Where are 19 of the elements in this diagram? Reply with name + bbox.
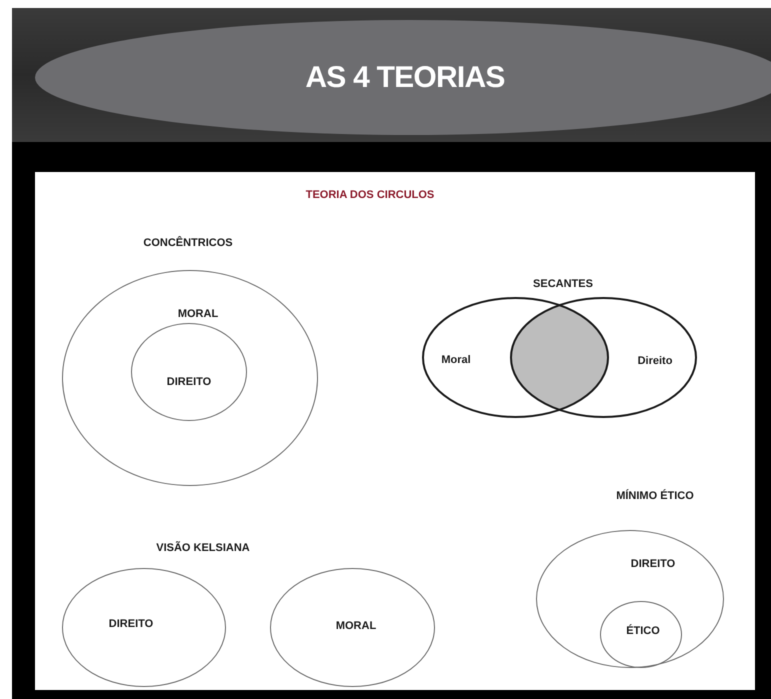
circle-label: MORAL — [336, 618, 376, 634]
circle-label: DIREITO — [108, 616, 154, 632]
diagram-heading: TEORIA DOS CIRCULOS — [306, 188, 434, 203]
circle-shape — [600, 601, 682, 668]
circle-shape — [536, 530, 724, 668]
circle-label: ÉTICO — [626, 623, 660, 639]
section-heading: MÍNIMO ÉTICO — [616, 488, 694, 504]
circle-shape — [131, 323, 247, 421]
circle-label: Moral — [441, 352, 471, 368]
section-heading: SECANTES — [533, 276, 593, 292]
circle-label: MORAL — [178, 306, 218, 322]
circle-shape — [62, 568, 226, 687]
circle-label: DIREITO — [630, 556, 676, 572]
circle-shape — [62, 270, 318, 486]
section-heading: VISÃO KELSIANA — [156, 540, 250, 556]
circle-shape — [270, 568, 435, 687]
section-heading: CONCÊNTRICOS — [143, 235, 233, 251]
circle-label: Direito — [638, 352, 672, 370]
circle-label: DIREITO — [166, 374, 212, 390]
